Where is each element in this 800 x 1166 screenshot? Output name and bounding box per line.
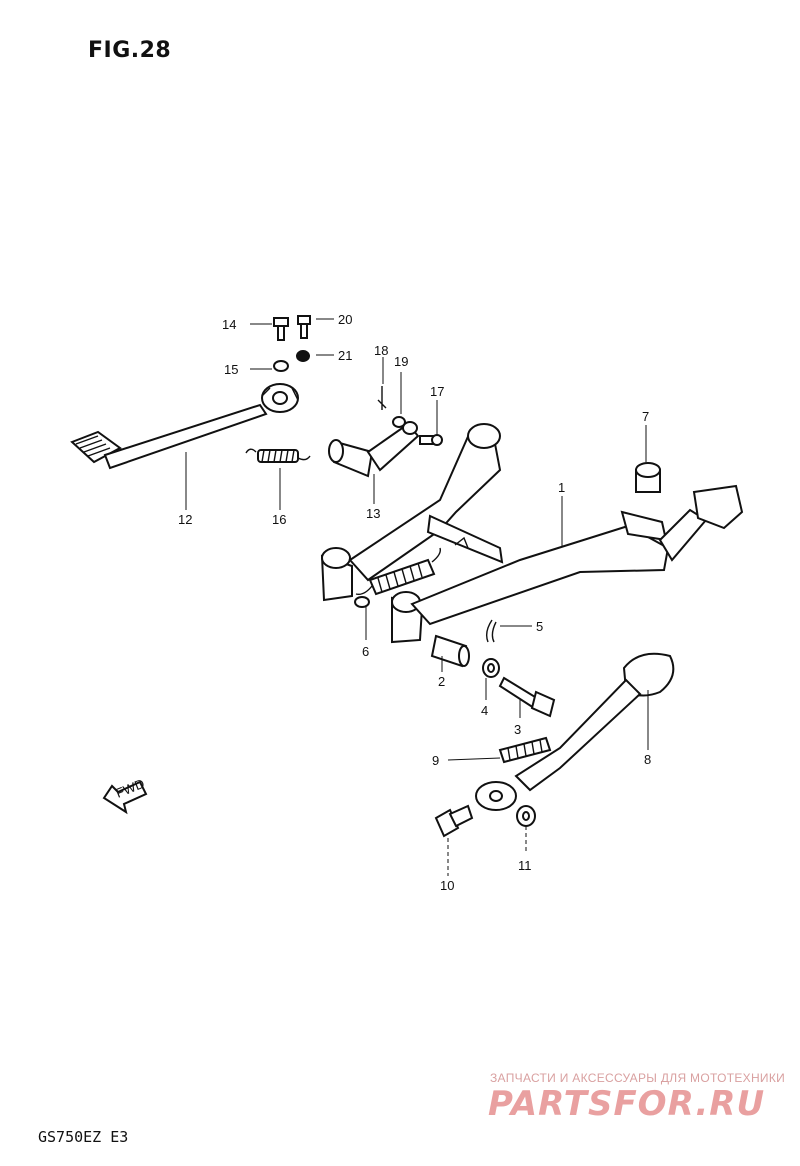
- shaft-13-part: [328, 421, 420, 478]
- callout-20: 20: [338, 312, 352, 327]
- callout-13: 13: [366, 506, 380, 521]
- bushing-2-part: [430, 634, 470, 668]
- callout-9: 9: [432, 753, 439, 768]
- callout-21: 21: [338, 348, 352, 363]
- callout-3: 3: [514, 722, 521, 737]
- callout-17: 17: [430, 384, 444, 399]
- callout-14: 14: [222, 317, 236, 332]
- callout-16: 16: [272, 512, 286, 527]
- center-stand-part: [320, 423, 744, 644]
- leader-lines: [185, 318, 649, 876]
- callout-19: 19: [394, 354, 408, 369]
- callout-18: 18: [374, 343, 388, 358]
- forward-direction-arrow: FWD: [102, 776, 148, 815]
- callout-4: 4: [481, 703, 488, 718]
- stopper-7-part: [635, 462, 661, 493]
- washer-19-part: [392, 416, 406, 428]
- washer-4-part: [482, 658, 500, 678]
- callout-1: 1: [558, 480, 565, 495]
- callout-10: 10: [440, 878, 454, 893]
- model-code: GS750EZ E3: [38, 1128, 129, 1146]
- bolt-14-part: [273, 317, 289, 341]
- pin-18-part: [377, 386, 387, 410]
- cotter-pin-5-part: [485, 619, 497, 643]
- callout-15: 15: [224, 362, 238, 377]
- callout-12: 12: [178, 512, 192, 527]
- watermark-tagline: ЗАПЧАСТИ И АКСЕССУАРЫ ДЛЯ МОТОТЕХНИКИ: [490, 1071, 786, 1085]
- bolt-20-part: [297, 315, 311, 339]
- callout-2: 2: [438, 674, 445, 689]
- callout-labels: 14 20 15 21 18 19 17 7 1 12 16 13 6 2 5 …: [178, 312, 651, 893]
- figure-title: FIG.28: [88, 38, 172, 63]
- spring-9-part: [498, 736, 552, 764]
- side-stand-part: [475, 652, 675, 811]
- watermark-brand: PARTSFOR.RU: [488, 1084, 766, 1124]
- pin-17-part: [419, 434, 443, 446]
- washer-15-part: [273, 360, 289, 372]
- spring-16-part: [245, 448, 311, 463]
- callout-8: 8: [644, 752, 651, 767]
- callout-6: 6: [362, 644, 369, 659]
- spring-6-part: [354, 547, 442, 608]
- callout-5: 5: [536, 619, 543, 634]
- brake-pedal-part: [70, 383, 299, 470]
- nut-11-part: [516, 805, 536, 827]
- bolt-10-part: [434, 804, 474, 838]
- callout-11: 11: [518, 858, 532, 873]
- callout-7: 7: [642, 409, 649, 424]
- nut-21-part: [296, 350, 310, 362]
- bolt-3-part: [498, 676, 556, 718]
